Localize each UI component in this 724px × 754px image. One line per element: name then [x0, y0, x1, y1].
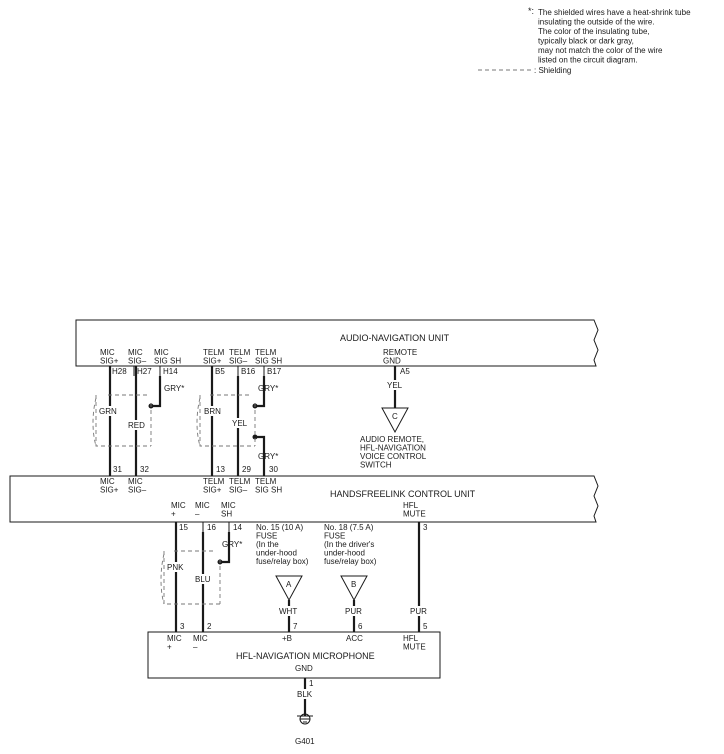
hfl-navigation-microphone-box — [147, 631, 441, 679]
wire-label-wht: WHT — [279, 607, 297, 616]
hfl-pin-label-mic-neg: MIC– — [195, 501, 210, 519]
wire-label-yel-remote: YEL — [387, 381, 403, 390]
wire-label-gry-1: GRY* — [164, 384, 184, 393]
wire-label-gry-3: GRY* — [258, 452, 278, 461]
terminal-h28: H28 — [112, 367, 127, 376]
handsfreelink-control-unit-label: HANDSFREELINK CONTROL UNIT — [330, 489, 476, 499]
wire-label-red: RED — [128, 421, 145, 430]
legend-note: The shielded wires have a heat-shrink tu… — [538, 8, 691, 65]
hfl-navigation-microphone-label: HFL-NAVIGATION MICROPHONE — [236, 651, 375, 661]
wire-label-brn: BRN — [204, 407, 221, 416]
mic-pin-label-mic-pos: MIC+ — [167, 634, 182, 652]
terminal-30: 30 — [269, 465, 278, 474]
handsfreelink-control-unit-box — [9, 475, 599, 523]
terminal-b17: B17 — [267, 367, 282, 376]
wire-label-yel: YEL — [232, 419, 248, 428]
legend-shielding-label: : Shielding — [534, 66, 571, 75]
legend-asterisk: *: — [528, 6, 534, 16]
wire-label-pur-2: PUR — [410, 607, 427, 616]
wire-gry-telm-shield-bottom — [255, 435, 266, 476]
terminal-16: 16 — [207, 523, 216, 532]
wire-gry-mic-shield-hfl — [220, 532, 231, 564]
ground-label-g401: G401 — [295, 737, 315, 746]
terminal-29: 29 — [242, 465, 251, 474]
wire-gry-telm-shield-top — [255, 376, 266, 408]
wire-label-gry-4: GRY* — [222, 540, 242, 549]
terminal-15: 15 — [179, 523, 188, 532]
wire-label-pur-1: PUR — [345, 607, 362, 616]
terminal-14: 14 — [233, 523, 242, 532]
fuse-b-letter: B — [351, 580, 356, 589]
wire-gry-mic-shield — [151, 376, 162, 408]
mic-terminal-5: 5 — [423, 622, 428, 631]
audio-navigation-unit-label: AUDIO-NAVIGATION UNIT — [340, 333, 450, 343]
terminal-3-hfl: 3 — [423, 523, 428, 532]
terminal-13: 13 — [216, 465, 225, 474]
terminal-a5: A5 — [400, 367, 410, 376]
mic-terminal-1: 1 — [309, 679, 314, 688]
telm-pair-shielding — [199, 394, 256, 447]
wire-label-grn: GRN — [99, 407, 117, 416]
wire-label-pnk: PNK — [167, 563, 184, 572]
wire-label-blu: BLU — [195, 575, 211, 584]
terminal-h27: H27 — [137, 367, 152, 376]
mic-pin-label-acc: ACC — [346, 634, 363, 643]
mic-terminal-2: 2 — [207, 622, 212, 631]
remote-switch-letter: C — [392, 412, 398, 421]
fuse-b-triangle — [340, 575, 368, 602]
mic-pin-label-gnd: GND — [295, 664, 313, 673]
wire-label-gry-2: GRY* — [258, 384, 278, 393]
remote-switch-triangle — [381, 407, 409, 434]
fuse-a-triangle — [275, 575, 303, 602]
ground-symbol-icon — [297, 713, 313, 725]
audio-navigation-unit-box — [75, 319, 599, 367]
terminal-32: 32 — [140, 465, 149, 474]
telm-pair-shielding-curve — [196, 397, 201, 447]
hfl-pin-label-mic-pos: MIC+ — [171, 501, 186, 519]
mic-pair-shielding — [95, 394, 152, 447]
mic-terminal-3: 3 — [180, 622, 185, 631]
terminal-b5: B5 — [215, 367, 225, 376]
fuse-a-letter: A — [286, 580, 292, 589]
audio-nav-terminal-marks — [133, 366, 265, 376]
mic-pin-label-mic-neg: MIC– — [193, 634, 208, 652]
wire-label-blk: BLK — [297, 690, 313, 699]
mic-pair-shielding-curve — [92, 397, 97, 447]
legend: *: The shielded wires have a heat-shrink… — [478, 6, 691, 75]
mic-terminal-6: 6 — [358, 622, 363, 631]
terminal-h14: H14 — [163, 367, 178, 376]
shield-junction-dot — [252, 434, 258, 440]
terminal-31: 31 — [113, 465, 122, 474]
mic-pin-label-b-plus: +B — [282, 634, 292, 643]
hfl-terminal-marks — [202, 522, 230, 532]
mic-terminal-7: 7 — [293, 622, 298, 631]
terminal-b16: B16 — [241, 367, 256, 376]
